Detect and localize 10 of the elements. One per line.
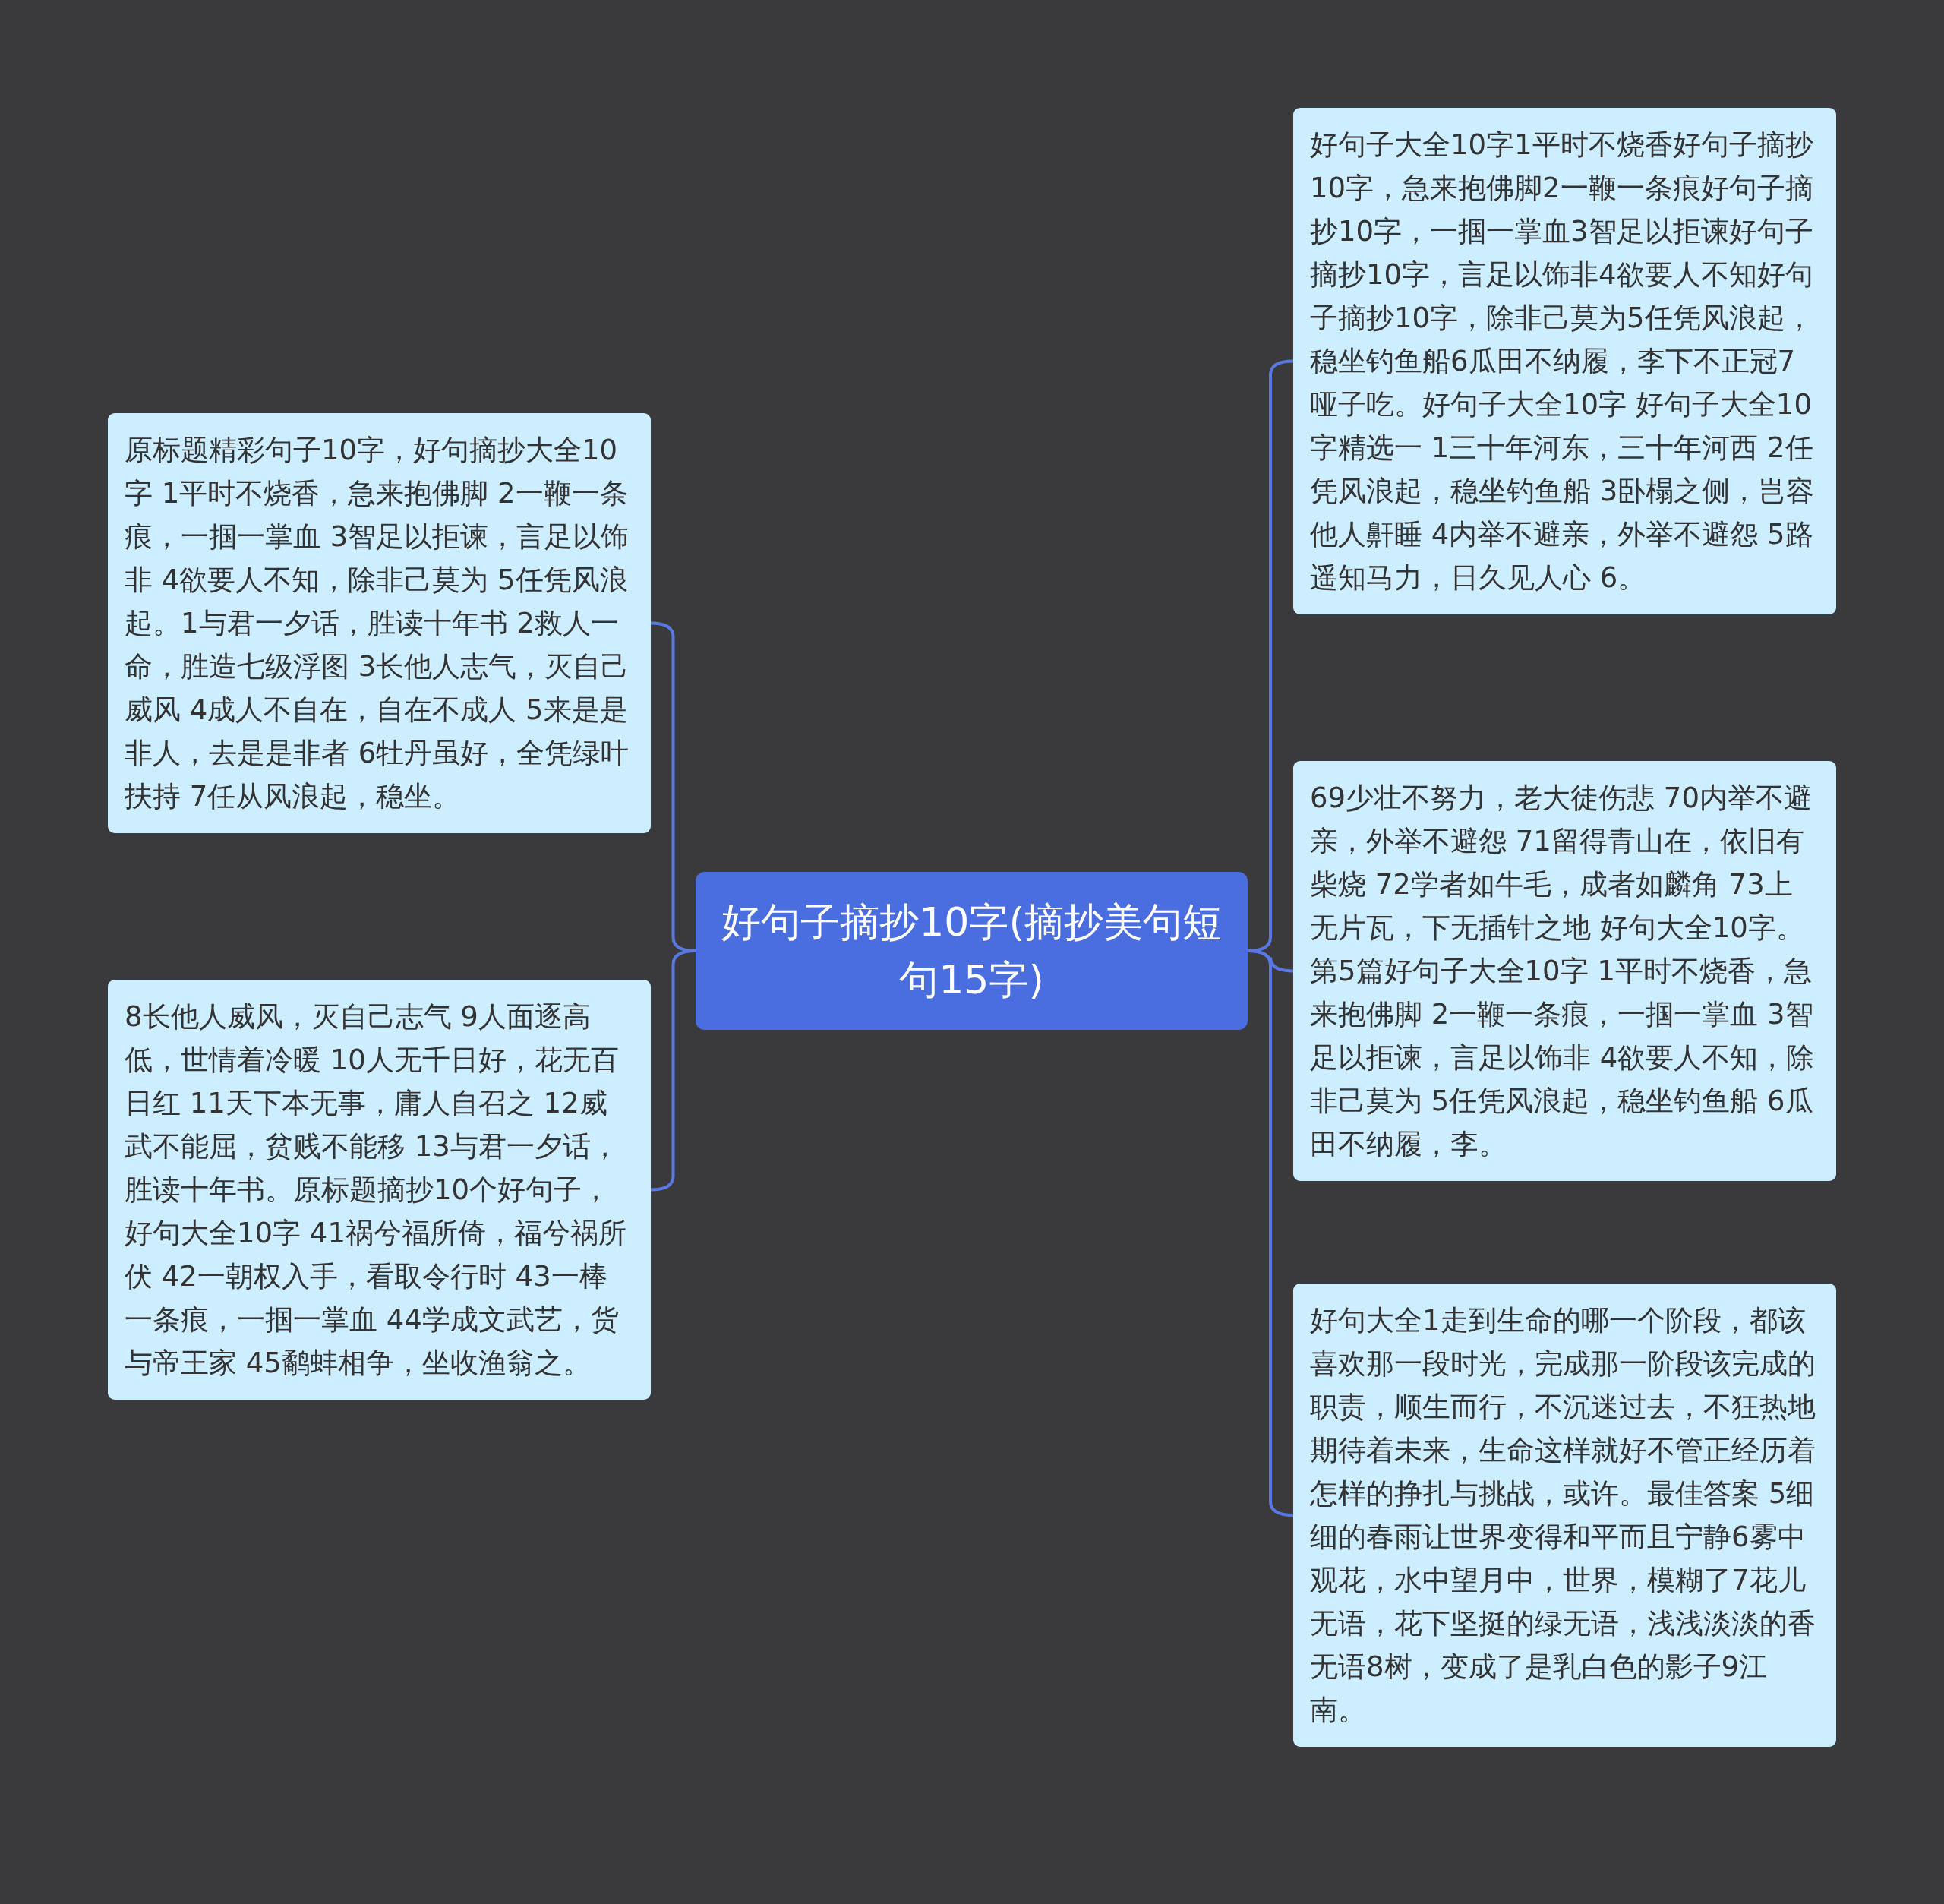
topic-text: 好句子摘抄10字(摘抄美句短句15字) (721, 898, 1223, 1004)
topic-text: 好句大全1走到生命的哪一个阶段，都该喜欢那一段时光，完成那一阶段该完成的职责，顺生而行，不沉迷过去，不狂热地期待着未来，生命这样就好不管正经历着怎样的挣扎与挑战，或许。最佳答案 5细细的春雨让世界变得和平而且宁静6雾中观花，水中望月中，世界，模糊了7花儿无语，花下坚挺的绿无语，浅浅淡淡的香无语8树，变成了是乳白色的影子9江南。 (1310, 1303, 1816, 1728)
topic-text: 69少壮不努力，老大徒伤悲 70内举不避亲，外举不避怨 71留得青山在，依旧有柴烧 72学者如牛毛，成者如麟角 73上无片瓦，下无插针之地 好句大全10字。第5篇好句子大全10字 1平时不烧香，急来抱佛脚 2一鞭一条痕，一掴一掌血 3智足以拒谏，言足以饰非 4欲要人不知，除非己莫为 5任凭风浪起，稳坐钓鱼船 6瓜田不纳履，李。 (1310, 781, 1816, 1162)
subtopic-box (1293, 761, 1836, 1181)
central-topic-box (696, 872, 1248, 1030)
subtopic-box (108, 413, 651, 833)
subtopic-box (108, 980, 651, 1400)
topic-text: 8长他人威风，灭自己志气 9人面逐高低，世情着冷暖 10人无千日好，花无百日红 11天下本无事，庸人自召之 12威武不能屈，贫贱不能移 13与君一夕话，胜读十年书。原标题摘抄10个好句子，好句大全10字 41祸兮福所倚，福兮祸所伏 42一朝权入手，看取令行时 43一棒一条痕，一掴一掌血 44学成文武艺，货与帝王家 45鹬蚌相争，坐收渔翁之。 (125, 999, 627, 1381)
topic-text: 好句子大全10字1平时不烧香好句子摘抄10字，急来抱佛脚2一鞭一条痕好句子摘抄10字，一掴一掌血3智足以拒谏好句子摘抄10字，言足以饰非4欲要人不知好句子摘抄10字，除非己莫为5任凭风浪起，稳坐钓鱼船6瓜田不纳履，李下不正冠7哑子吃。好句子大全10字 好句子大全10字精选一 1三十年河东，三十年河西 2任凭风浪起，稳坐钓鱼船 3卧榻之侧，岂容他人鼾睡 4内举不避亲，外举不避怨 5路遥知马力，日久见人心 6。 (1310, 128, 1816, 595)
topic-text: 原标题精彩句子10字，好句摘抄大全10字 1平时不烧香，急来抱佛脚 2一鞭一条痕，一掴一掌血 3智足以拒谏，言足以饰非 4欲要人不知，除非己莫为 5任凭风浪起。1与君一夕话，胜读十年书 2救人一命，胜造七级浮图 3长他人志气，灭自己威风 4成人不自在，自在不成人 5来是是非人，去是是非者 6牡丹虽好，全凭绿叶扶持 7任从风浪起，稳坐。 (125, 433, 630, 814)
